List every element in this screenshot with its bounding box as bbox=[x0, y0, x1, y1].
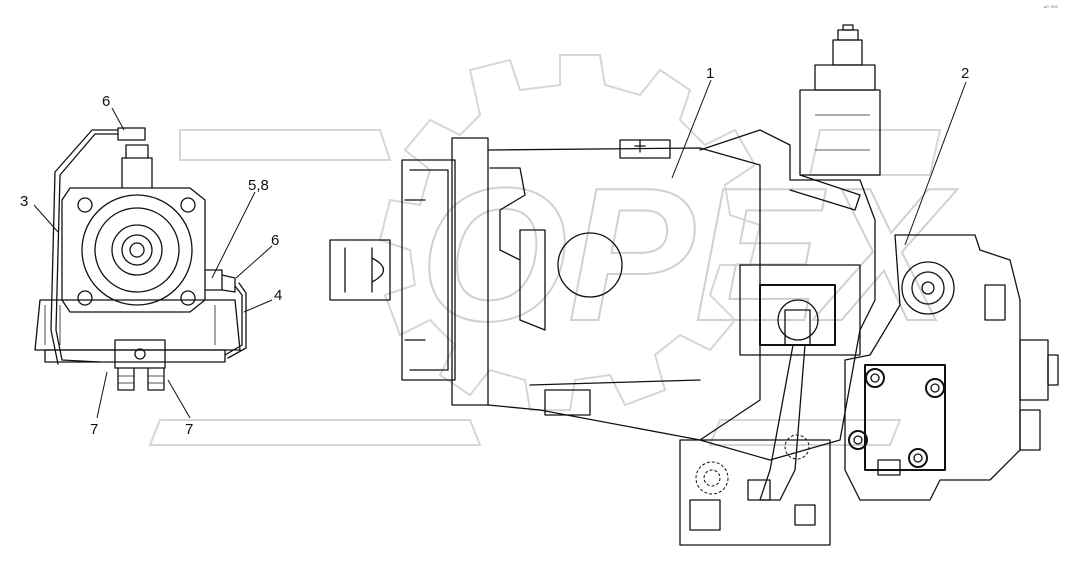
callout-3: 3 bbox=[20, 193, 28, 210]
callout-6-top: 6 bbox=[102, 93, 110, 110]
callout-5-8: 5,8 bbox=[248, 177, 269, 194]
callout-labels: 1 2 3 4 5,8 6 6 7 7 ᵃ⁰ ⁰⁰⁰ bbox=[20, 5, 1058, 438]
callout-7-left: 7 bbox=[90, 421, 98, 438]
callout-2: 2 bbox=[961, 65, 969, 82]
corner-mark: ᵃ⁰ ⁰⁰⁰ bbox=[1044, 5, 1058, 12]
leader-lines bbox=[33, 79, 967, 419]
watermark-text: OPEX bbox=[420, 149, 958, 361]
callout-4: 4 bbox=[274, 287, 282, 304]
callout-7-right: 7 bbox=[185, 421, 193, 438]
callout-1: 1 bbox=[706, 65, 714, 82]
main-pump bbox=[329, 24, 881, 546]
callout-6-right: 6 bbox=[271, 232, 279, 249]
control-valve bbox=[844, 234, 1059, 501]
auxiliary-pump bbox=[34, 127, 247, 391]
watermark-logo: OPEX bbox=[148, 54, 959, 446]
